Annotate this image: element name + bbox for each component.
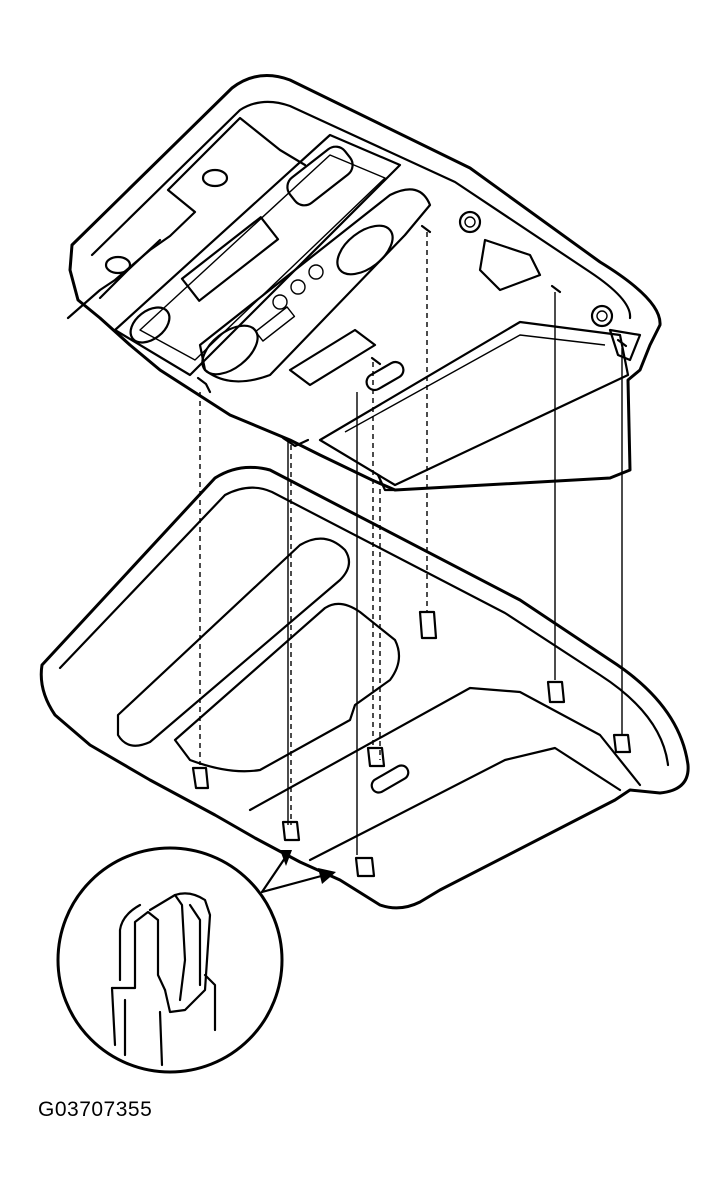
console-trim-cover: [39, 465, 690, 910]
alignment-lines: [199, 232, 623, 855]
retaining-clip-detail: [56, 846, 284, 1074]
figure-id-label: G03707355: [38, 1098, 153, 1121]
overhead-console-housing: [66, 74, 662, 492]
leader-arrows: [260, 850, 336, 894]
